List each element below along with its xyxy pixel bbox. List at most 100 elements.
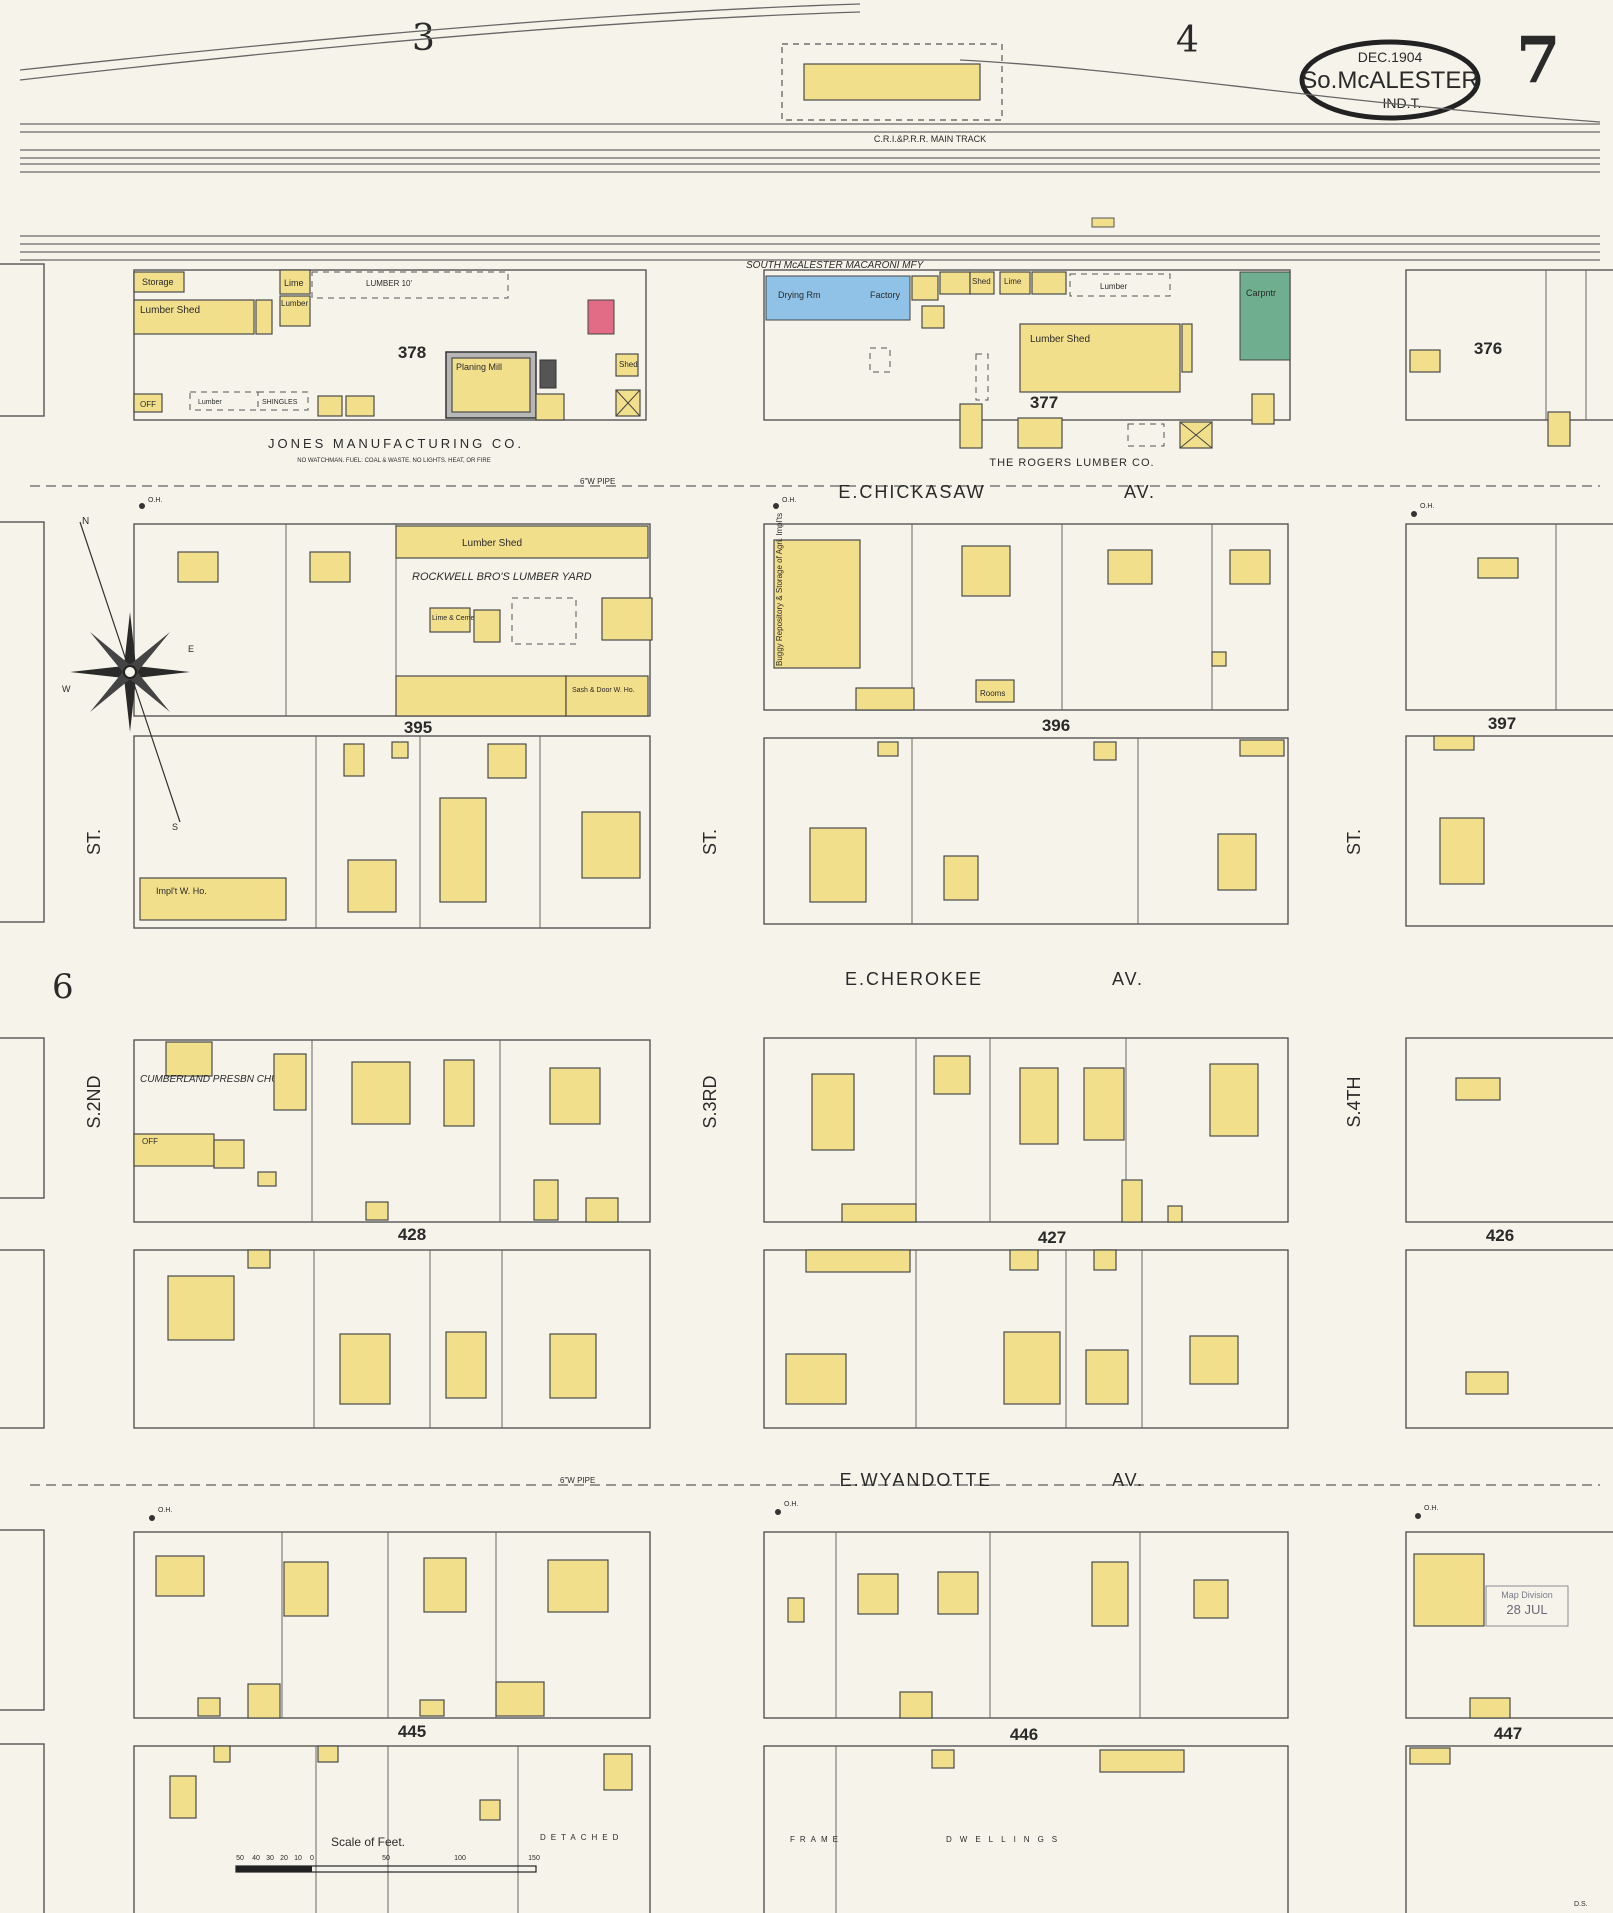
scale-tick-7: 100 <box>454 1855 466 1862</box>
carpenter-shop <box>1239 271 1291 361</box>
dwelling-445-a <box>155 1555 205 1597</box>
macaroni-rogers: Drying Rm Factory Shed Lime Lumber Lumbe… <box>765 271 1291 449</box>
dwelling-426-b <box>1465 1371 1509 1395</box>
street-label-s4th: S.4TH <box>1344 1076 1364 1127</box>
dwelling-395-d <box>439 797 487 903</box>
dwelling-428-h <box>549 1333 597 1399</box>
block-377: 377 <box>1030 393 1058 412</box>
stamp-line2: 28 JUL <box>1506 1602 1547 1617</box>
compass-n: N <box>82 516 89 527</box>
oh-markers: O.H. O.H. O.H. O.H. O.H. O.H. <box>139 497 1438 1521</box>
lot-dividers <box>281 270 1587 1913</box>
macaroni-label: SOUTH McALESTER MACARONI MFY <box>746 260 925 271</box>
implement-warehouse <box>139 877 287 921</box>
shingles-label: SHINGLES <box>262 399 298 406</box>
block-426: 426 <box>1486 1226 1514 1245</box>
block-397: 397 <box>1488 714 1516 733</box>
street-label-st-east: ST. <box>1344 829 1364 855</box>
dwelling-396-f <box>1217 833 1257 891</box>
scale-tick-0: 50 <box>236 1855 244 1862</box>
lumber-shed-label-378: Lumber Shed <box>140 305 200 316</box>
buggy-label: Buggy Repository & Storage of Agri. Impl… <box>775 513 784 666</box>
dwelling-446-d <box>1091 1561 1129 1627</box>
street-label-st-middle: ST. <box>700 829 720 855</box>
dwelling-397-a <box>1477 557 1519 579</box>
buggy-repository <box>773 539 861 669</box>
dwelling-395-b <box>309 551 351 583</box>
lime-label-378: Lime <box>284 278 304 288</box>
stable-395 <box>487 743 527 779</box>
dwelling-376 <box>1409 349 1441 373</box>
office-label-428: OFF <box>142 1137 158 1146</box>
dwelling-428-f <box>339 1333 391 1405</box>
key-number-top-right: 4 <box>1176 20 1199 61</box>
rockwell-lumber-yard: Lumber Shed Lime & Cement Sash & Door W.… <box>395 525 653 717</box>
town-name: So.McALESTER <box>1301 67 1478 94</box>
lumber10-label: LUMBER 10' <box>366 279 412 288</box>
jones-note: NO WATCHMAN. FUEL: COAL & WASTE. NO LIGH… <box>297 458 490 464</box>
block-395: 395 <box>404 718 432 737</box>
rogers-lumber-label: THE ROGERS LUMBER CO. <box>989 457 1154 469</box>
dwelling-445-d <box>547 1559 609 1613</box>
jones-manufacturing: Storage Lumber Shed Lime Lumber LUMBER 1… <box>133 269 641 421</box>
sheet-number: 7 <box>1516 23 1561 98</box>
dwelling-427-e <box>1209 1063 1259 1137</box>
block-428: 428 <box>398 1225 426 1244</box>
dwelling-395-c <box>347 859 397 913</box>
lime-label-377: Lime <box>1004 277 1022 286</box>
jones-manufacturing-label: JONES MANUFACTURING CO. <box>268 436 524 451</box>
dwelling-395-e <box>581 811 641 879</box>
scale-tick-8: 150 <box>528 1855 540 1862</box>
dwelling-427-a <box>811 1073 855 1151</box>
dwelling-446-c <box>937 1571 979 1615</box>
title-cartouche: DEC.1904 So.McALESTER IND.T. <box>1299 39 1481 121</box>
dwelling-427-h <box>1085 1349 1129 1405</box>
drying-room-label: Drying Rm <box>778 290 821 300</box>
corner-code: D.S. <box>1574 1901 1588 1908</box>
oh-label-5: O.H. <box>784 1501 798 1508</box>
dwelling-396-a <box>961 545 1011 597</box>
avenue-cherokee-suffix: AV. <box>1112 969 1144 989</box>
dwelling-446-b <box>857 1573 899 1615</box>
frame-label: FRAME <box>790 1835 843 1844</box>
rooms-label: Rooms <box>980 689 1005 698</box>
dwelling-396-d <box>809 827 867 903</box>
compass-w: W <box>62 684 71 694</box>
compass-e: E <box>188 644 194 654</box>
stamp-line1: Map Division <box>1501 1590 1553 1600</box>
church-annex <box>165 1041 213 1077</box>
lime-cement-label: Lime & Cement <box>432 615 480 622</box>
dwelling-396-c <box>1229 549 1271 585</box>
block-378: 378 <box>398 343 426 362</box>
detached-label: DETACHED <box>540 1833 623 1842</box>
dwelling-427-c <box>1019 1067 1059 1145</box>
key-number-left: 6 <box>52 967 74 1007</box>
map-division-stamp: Map Division 28 JUL <box>1485 1585 1569 1627</box>
rockwell-label: ROCKWELL BRO'S LUMBER YARD <box>412 571 592 583</box>
lumber-label-378: Lumber <box>281 299 308 308</box>
block-427: 427 <box>1038 1228 1066 1247</box>
dwelling-426-a <box>1455 1077 1501 1101</box>
dwelling-446-a <box>787 1597 805 1623</box>
outbuilding-376 <box>1547 411 1571 447</box>
block-numbers: 378 377 376 395 396 397 428 427 426 445 … <box>398 339 1522 1744</box>
macaroni-factory <box>765 275 911 321</box>
oh-label-6: O.H. <box>1424 1505 1438 1512</box>
dwelling-427-g <box>1003 1331 1061 1405</box>
dwelling-396-e <box>943 855 979 901</box>
office-label-378: OFF <box>140 400 156 409</box>
brick-building <box>587 299 615 335</box>
lumber-label-377: Lumber <box>1100 282 1127 291</box>
shed-label-377: Shed <box>972 277 991 286</box>
scale-tick-5: 0 <box>310 1855 314 1862</box>
block-396: 396 <box>1042 716 1070 735</box>
storage-label: Storage <box>142 277 174 287</box>
carpenter-label: Carpntr <box>1246 288 1276 298</box>
scale-tick-4: 10 <box>294 1855 302 1862</box>
lumber-shed-label-377: Lumber Shed <box>1030 334 1090 345</box>
block-446: 446 <box>1010 1725 1038 1744</box>
block-447: 447 <box>1494 1724 1522 1743</box>
dwelling-427-b <box>933 1055 971 1095</box>
block-445: 445 <box>398 1722 426 1741</box>
